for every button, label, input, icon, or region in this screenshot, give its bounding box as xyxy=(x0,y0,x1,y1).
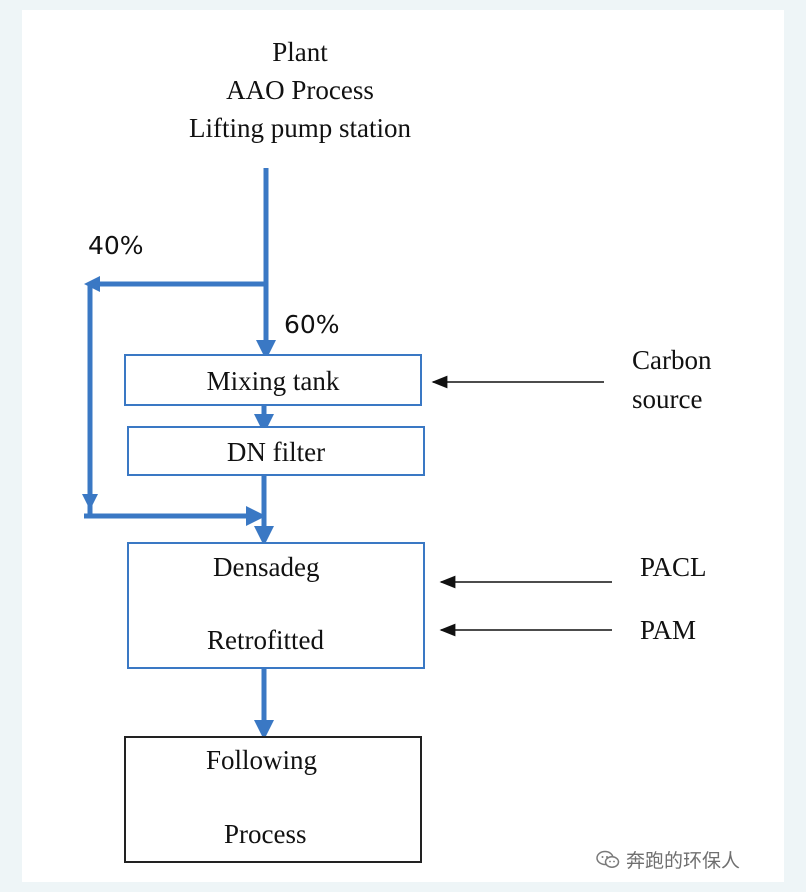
source-label: source xyxy=(632,384,703,414)
watermark-text: 奔跑的环保人 xyxy=(626,850,741,872)
process-label: Process xyxy=(224,819,307,849)
wechat-icon xyxy=(596,850,620,868)
densadeg-box: Densadeg Retrofitted xyxy=(127,542,425,669)
following-label: Following xyxy=(206,745,318,775)
densadeg-label: Densadeg xyxy=(213,552,320,582)
header-pump-station: Lifting pump station xyxy=(189,113,411,143)
carbon-label: Carbon xyxy=(632,345,712,375)
retrofitted-label: Retrofitted xyxy=(207,625,324,655)
header-plant: Plant xyxy=(272,37,328,67)
mixing-tank-label: Mixing tank xyxy=(206,366,340,396)
following-process-box: Following Process xyxy=(124,736,422,863)
pacl-label: PACL xyxy=(640,552,707,582)
mixing-tank-box: Mixing tank xyxy=(124,354,422,406)
bypass-percentage: 40% xyxy=(88,231,144,260)
dn-filter-label: DN filter xyxy=(226,437,326,467)
watermark: 奔跑的环保人 xyxy=(596,846,740,873)
header-process: AAO Process xyxy=(226,75,374,105)
pam-label: PAM xyxy=(640,615,697,645)
main-flow-percentage: 60% xyxy=(284,310,340,339)
bypass-vertical-arrowhead xyxy=(82,494,98,510)
dn-filter-box: DN filter xyxy=(127,426,425,476)
